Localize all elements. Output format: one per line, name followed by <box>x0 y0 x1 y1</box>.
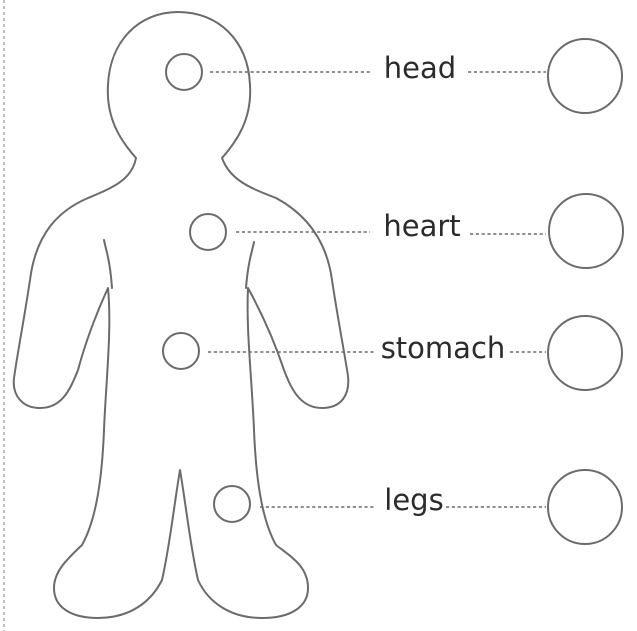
legs-marker-circle <box>214 486 250 522</box>
stomach-answer-circle[interactable] <box>548 316 622 390</box>
body-outline <box>14 12 349 618</box>
head-marker-circle <box>166 54 202 90</box>
heart-label: heart <box>383 209 460 243</box>
head-answer-circle[interactable] <box>548 39 622 113</box>
stomach-label: stomach <box>381 331 506 365</box>
stomach-marker-circle <box>163 333 199 369</box>
legs-label: legs <box>384 483 443 517</box>
right-arm-inner-line <box>246 242 254 288</box>
heart-answer-circle[interactable] <box>549 194 623 268</box>
head-label: head <box>384 51 456 85</box>
legs-answer-circle[interactable] <box>548 470 622 544</box>
heart-marker-circle <box>190 214 226 250</box>
left-arm-inner-line <box>104 240 112 288</box>
